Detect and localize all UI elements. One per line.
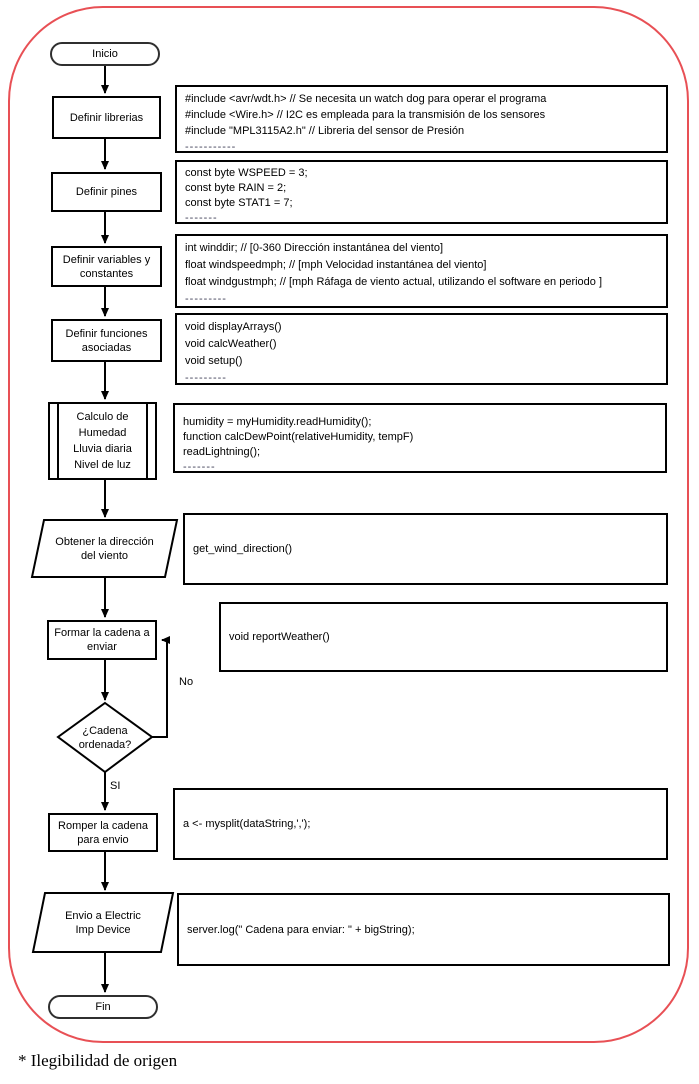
code-line: int winddir; // [0-360 Dirección instant… — [185, 242, 444, 254]
code-line: get_wind_direction() — [193, 543, 293, 555]
input-label-obtener-viento: Obtener la dirección del viento — [55, 535, 154, 562]
process-romper-cadena: Romper la cadena para envio — [48, 813, 158, 852]
branch-label-no: No — [179, 676, 194, 688]
code-continuation-dashes: ----------- — [185, 141, 237, 153]
process-definir-pines: Definir pines — [51, 172, 162, 212]
code-continuation-dashes: ------- — [183, 461, 216, 473]
code-line: #include "MPL3115A2.h" // Libreria del s… — [185, 125, 465, 137]
predefined-process-calculo: Calculo de Humedad Lluvia diaria Nivel d… — [48, 402, 157, 480]
code-line: #include <Wire.h> // I2C es empleada par… — [185, 109, 546, 121]
footnote-caption: * Ilegibilidad de origen — [18, 1051, 178, 1070]
code-box-pines: const byte WSPEED = 3; const byte RAIN =… — [175, 160, 668, 224]
red-rounded-border — [8, 6, 689, 1043]
process-formar-cadena: Formar la cadena a enviar — [47, 620, 157, 660]
code-line: void calcWeather() — [185, 338, 277, 350]
input-parallelogram-envio-imp — [31, 892, 175, 953]
code-line: float windgustmph; // [mph Ráfaga de vie… — [185, 276, 603, 288]
code-line: humidity = myHumidity.readHumidity(); — [183, 416, 372, 428]
code-box-server-log: server.log(" Cadena para enviar: " + big… — [177, 893, 670, 966]
code-box-calculo: humidity = myHumidity.readHumidity(); fu… — [173, 403, 667, 473]
code-box-get-wind-direction: get_wind_direction() — [183, 513, 668, 585]
code-box-librerias: #include <avr/wdt.h> // Se necesita un w… — [175, 85, 668, 153]
decision-label-cadena-ordenada: ¿Cadena ordenada? — [78, 724, 132, 751]
input-label-envio-imp: Envio a Electric Imp Device — [65, 909, 141, 936]
code-line: const byte STAT1 = 7; — [185, 197, 293, 209]
code-line: function calcDewPoint(relativeHumidity, … — [183, 431, 414, 443]
code-line: float windspeedmph; // [mph Velocidad in… — [185, 259, 487, 271]
process-definir-librerias: Definir librerias — [52, 96, 161, 139]
process-definir-variables: Definir variables y constantes — [51, 246, 162, 287]
loop-no-connector — [152, 636, 170, 738]
code-continuation-dashes: ------- — [185, 212, 218, 224]
code-line: readLightning(); — [183, 446, 261, 458]
code-line: a <- mysplit(dataString,','); — [183, 818, 311, 830]
code-box-variables: int winddir; // [0-360 Dirección instant… — [175, 234, 668, 308]
code-line: void reportWeather() — [229, 631, 330, 643]
input-parallelogram-obtener-viento — [30, 519, 179, 578]
code-line: void setup() — [185, 355, 243, 367]
code-box-funciones: void displayArrays() void calcWeather() … — [175, 313, 668, 385]
branch-label-si: SI — [110, 780, 121, 792]
code-box-mysplit: a <- mysplit(dataString,','); — [173, 788, 668, 860]
process-definir-funciones: Definir funciones asociadas — [51, 319, 162, 362]
code-line: void displayArrays() — [185, 321, 282, 333]
code-line: const byte RAIN = 2; — [185, 182, 287, 194]
code-box-report-weather: void reportWeather() — [219, 602, 668, 672]
terminator-fin: Fin — [48, 995, 158, 1019]
terminator-inicio: Inicio — [50, 42, 160, 66]
code-continuation-dashes: --------- — [185, 293, 227, 305]
code-line: #include <avr/wdt.h> // Se necesita un w… — [185, 93, 547, 105]
code-line: const byte WSPEED = 3; — [185, 167, 308, 179]
code-continuation-dashes: --------- — [185, 372, 227, 384]
code-line: server.log(" Cadena para enviar: " + big… — [187, 923, 415, 936]
